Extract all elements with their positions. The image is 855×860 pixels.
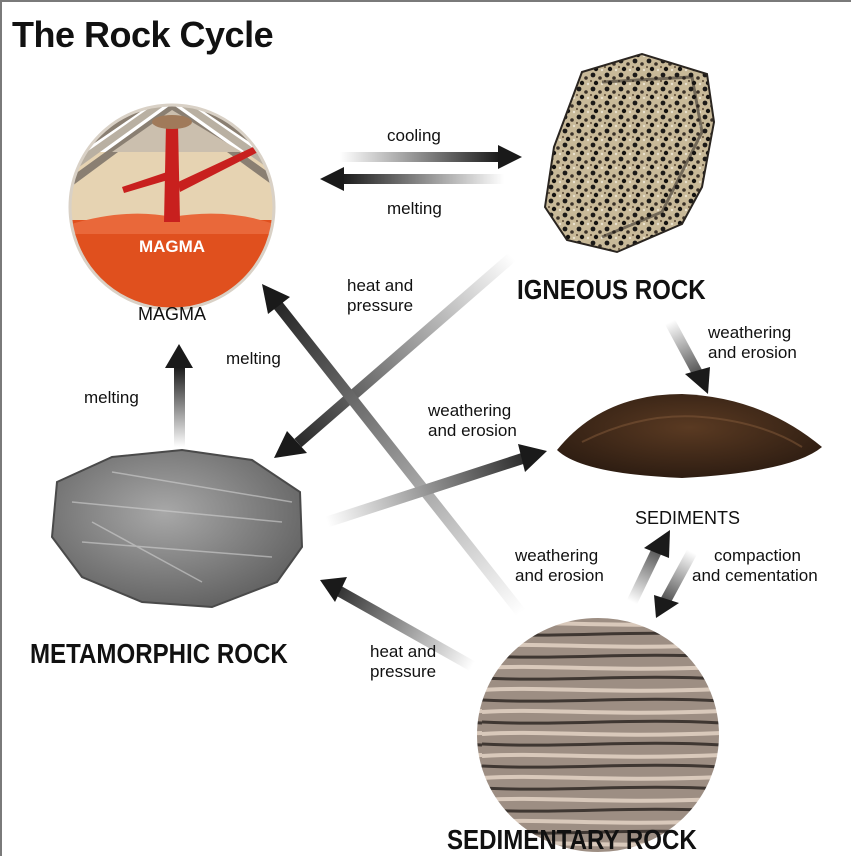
weathering-sedimentary-label-1: weathering [515, 546, 598, 566]
melting-middle-label: melting [226, 349, 281, 369]
compaction-label-2: and cementation [692, 566, 818, 586]
arrow-melting-igneous-to-magma [320, 167, 504, 191]
cooling-label: cooling [387, 126, 441, 146]
diagram-title: The Rock Cycle [12, 14, 273, 56]
arrow-compaction-sediments-to-sedimentary [654, 552, 692, 618]
weathering-metamorphic-label-2: and erosion [428, 421, 517, 441]
arrow-cooling [340, 145, 522, 169]
heat-pressure-bottom-label-2: pressure [370, 662, 436, 682]
sedimentary-rock-label: SEDIMENTARY ROCK [447, 824, 697, 856]
weathering-metamorphic-label-1: weathering [428, 401, 511, 421]
heat-pressure-top-label-2: pressure [347, 296, 413, 316]
heat-pressure-bottom-label-1: heat and [370, 642, 436, 662]
weathering-igneous-label-2: and erosion [708, 343, 797, 363]
melting-left-label: melting [84, 388, 139, 408]
metamorphic-rock-label: METAMORPHIC ROCK [30, 638, 288, 670]
heat-pressure-top-label-1: heat and [347, 276, 413, 296]
metamorphic-rock-illustration [52, 450, 302, 607]
arrow-weathering-sedimentary-to-sediments [632, 530, 670, 602]
arrow-melting-metamorphic-to-magma [165, 344, 193, 447]
weathering-igneous-label-1: weathering [708, 323, 791, 343]
sediments-illustration [557, 394, 822, 478]
weathering-sedimentary-label-2: and erosion [515, 566, 604, 586]
magma-illustration [62, 72, 282, 330]
sediments-label: SEDIMENTS [635, 508, 740, 529]
compaction-label-1: compaction [714, 546, 801, 566]
igneous-rock-illustration [545, 54, 714, 252]
magma-label: MAGMA [138, 304, 206, 325]
igneous-rock-label: IGNEOUS ROCK [517, 274, 706, 306]
arrow-weathering-igneous-to-sediments [670, 322, 710, 394]
sedimentary-rock-illustration [472, 612, 732, 856]
magma-inner-label: MAGMA [139, 237, 205, 256]
melting-top-label: melting [387, 199, 442, 219]
